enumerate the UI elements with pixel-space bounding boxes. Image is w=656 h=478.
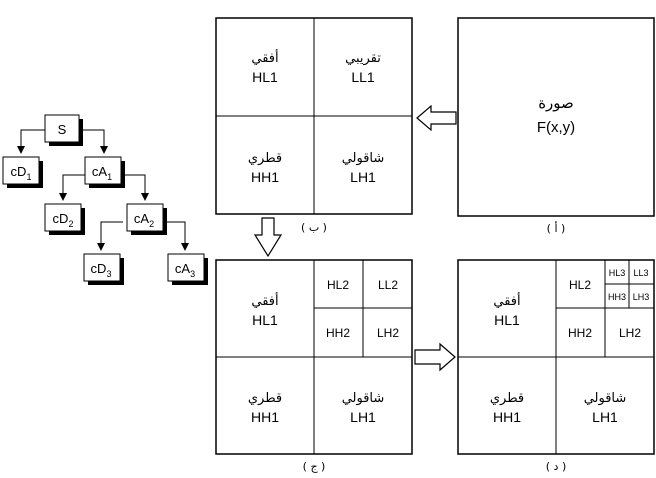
l2-tl-label: HL1: [252, 312, 278, 328]
l1-tr-label: LL1: [351, 69, 375, 85]
l3-subsub-ll3: LL3: [633, 268, 648, 278]
node-ca3-label: cA3: [175, 261, 195, 279]
node-ca1-label: cA1: [92, 164, 112, 182]
tree-node-s: S: [44, 114, 83, 146]
decomposition-tree: S cD1 cA1 cD2 cA2 cD3: [2, 114, 208, 285]
l3-tl-label: HL1: [494, 312, 520, 328]
caption-ba: ( ب ): [301, 221, 327, 234]
l2-sub-ll2: LL2: [378, 278, 398, 292]
tree-node-cd3: cD3: [83, 253, 124, 285]
l1-br-arabic: شاقولي: [342, 151, 385, 166]
arrow-right-icon: [414, 342, 456, 372]
l1-tl-arabic: أفقي: [251, 49, 278, 66]
panel-level-3: أفقي HL1 HL2 HH2 LH2 HL3 LL3 HH3 LH3 قطر…: [457, 259, 655, 473]
caption-dal: ( د ): [546, 460, 567, 473]
tree-node-cd1: cD1: [2, 156, 43, 188]
arrow-left-icon: [416, 104, 457, 132]
l2-br-label: LH1: [350, 409, 376, 425]
l2-sub-lh2: LH2: [377, 326, 399, 340]
tree-node-cd2: cD2: [44, 203, 85, 235]
l3-subsub-hh3: HH3: [608, 292, 626, 302]
node-s-label: S: [58, 122, 67, 137]
flow-arrows: [253, 104, 457, 372]
l2-br-arabic: شاقولي: [342, 391, 385, 406]
node-cd3-label: cD3: [91, 261, 112, 279]
caption-alef: ( أ ): [547, 221, 566, 235]
image-arabic-label: صورة: [538, 94, 574, 112]
l3-sub-hl2: HL2: [569, 278, 591, 292]
panel-level-2: أفقي HL1 HL2 LL2 HH2 LH2 قطري HH1 شاقولي…: [215, 259, 413, 473]
l3-tl-arabic: أفقي: [493, 292, 520, 309]
l3-sub-lh2: LH2: [619, 326, 641, 340]
node-cd2-label: cD2: [53, 211, 74, 229]
l1-bl-label: HH1: [251, 169, 279, 185]
tree-node-ca3: cA3: [167, 253, 208, 285]
l2-bl-label: HH1: [251, 409, 279, 425]
l2-tl-arabic: أفقي: [251, 292, 278, 309]
l3-subsub-lh3: LH3: [633, 292, 650, 302]
l1-tr-arabic: تقريبي: [345, 51, 381, 66]
panel-level-1: أفقي HL1 تقريبي LL1 قطري HH1 شاقولي LH1 …: [215, 17, 413, 234]
l1-br-label: LH1: [350, 169, 376, 185]
l3-sub-hh2: HH2: [568, 326, 592, 340]
node-ca2-label: cA2: [134, 211, 154, 229]
l3-bl-label: HH1: [493, 409, 521, 425]
l3-bl-arabic: قطري: [490, 391, 524, 406]
l3-br-label: LH1: [592, 409, 618, 425]
tree-node-ca2: cA2: [126, 203, 167, 235]
l1-bl-arabic: قطري: [248, 151, 282, 166]
l2-bl-arabic: قطري: [248, 391, 282, 406]
node-cd1-label: cD1: [11, 164, 32, 182]
panel-original-image: صورة F(x,y) ( أ ): [457, 17, 655, 235]
caption-jim: ( ج ): [303, 460, 326, 473]
image-function-label: F(x,y): [537, 119, 575, 136]
tree-node-ca1: cA1: [84, 156, 125, 188]
l2-sub-hl2: HL2: [327, 278, 349, 292]
l2-sub-hh2: HH2: [326, 326, 350, 340]
tree-connectors: [17, 129, 189, 251]
l3-br-arabic: شاقولي: [584, 391, 627, 406]
arrow-down-icon: [253, 217, 283, 258]
l1-tl-label: HL1: [252, 69, 278, 85]
l3-subsub-hl3: HL3: [609, 268, 626, 278]
